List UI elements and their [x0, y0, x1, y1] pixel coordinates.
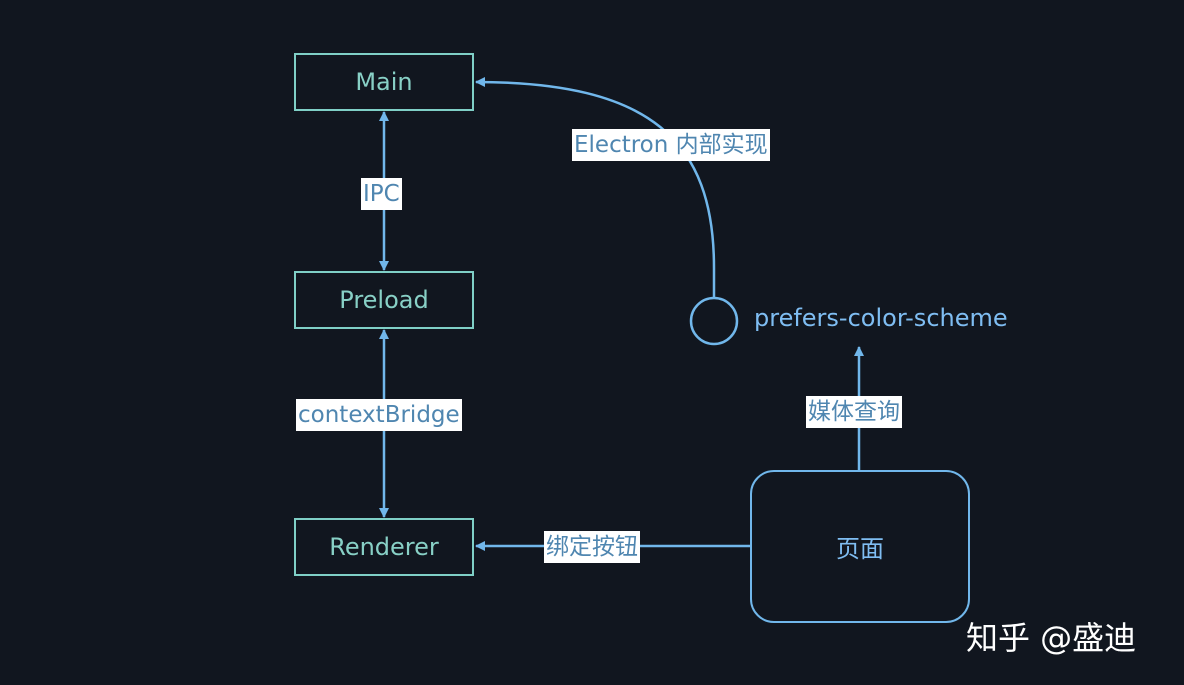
preload-node: Preload	[294, 271, 474, 329]
electron-internal-label: Electron 内部实现	[572, 129, 770, 161]
main-node: Main	[294, 53, 474, 111]
context-bridge-label: contextBridge	[296, 399, 462, 431]
ipc-label: IPC	[361, 178, 402, 210]
electron-internal-arrow	[475, 77, 716, 298]
renderer-node-label: Renderer	[329, 533, 439, 561]
renderer-node: Renderer	[294, 518, 474, 576]
prefers-color-scheme-node-circle	[689, 296, 739, 346]
media-query-label: 媒体查询	[806, 396, 902, 428]
prefers-color-scheme-label: prefers-color-scheme	[754, 304, 1008, 332]
preload-node-label: Preload	[339, 286, 429, 314]
main-node-label: Main	[355, 68, 413, 96]
bind-button-label: 绑定按钮	[544, 531, 640, 563]
page-node: 页面	[750, 470, 970, 623]
page-node-label: 页面	[836, 535, 884, 563]
watermark: 知乎 @盛迪	[966, 619, 1137, 657]
